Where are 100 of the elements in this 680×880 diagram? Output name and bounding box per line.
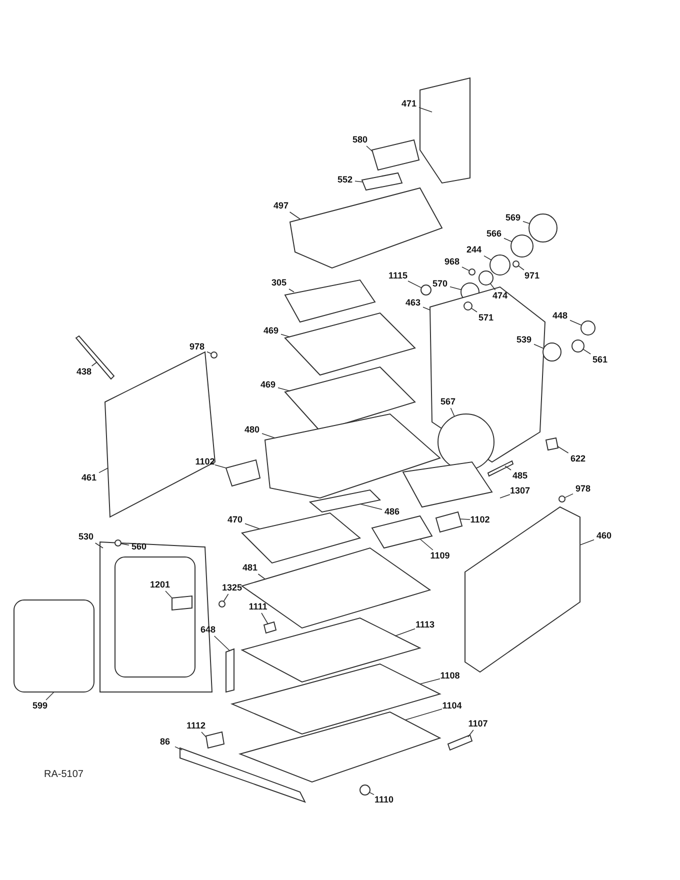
cover-plate — [308, 489, 381, 513]
leader-line — [420, 678, 440, 684]
leader-line — [354, 180, 364, 182]
callout-number: 461 — [80, 472, 98, 484]
screw — [218, 600, 226, 608]
washer — [580, 320, 596, 336]
callout-number: 978 — [188, 342, 206, 352]
screw — [558, 496, 566, 502]
leader-line — [174, 746, 182, 750]
bracket — [435, 511, 463, 533]
leader-line — [280, 334, 290, 338]
side-panel — [104, 351, 216, 518]
callout-number: 1108 — [439, 670, 461, 682]
leader-line — [564, 493, 574, 498]
leader-line — [504, 238, 512, 242]
leader-line — [289, 212, 300, 220]
leader-line — [91, 362, 98, 366]
callout-number: 1201 — [148, 580, 172, 590]
callout-number: 86 — [159, 736, 171, 748]
leader-line — [214, 636, 230, 652]
leader-line — [244, 523, 260, 530]
callout-number: 1109 — [429, 550, 451, 562]
trim-strip — [447, 734, 473, 751]
leader-line — [369, 792, 374, 796]
leader-line — [261, 612, 268, 624]
screw — [468, 268, 476, 276]
hinge — [226, 648, 234, 693]
leader-line — [98, 468, 108, 474]
callout-number: 474 — [491, 290, 509, 302]
callout-number: 1113 — [414, 620, 436, 630]
air-duct — [402, 461, 493, 508]
callout-number: 530 — [77, 532, 95, 542]
callout-number: 560 — [130, 542, 148, 552]
leader-line — [404, 708, 442, 720]
leader-line — [120, 543, 130, 546]
callout-number: 470 — [226, 514, 244, 526]
cover-plate — [371, 515, 433, 549]
leader-line — [366, 146, 374, 152]
probe-rod — [487, 460, 514, 477]
callout-number: 566 — [485, 228, 503, 240]
bracket — [545, 437, 559, 451]
base-panel — [230, 663, 442, 735]
leader-line — [360, 504, 382, 510]
callout-number: 305 — [270, 278, 288, 288]
callout-number: 1107 — [467, 718, 489, 730]
leader-line — [46, 692, 54, 700]
callout-number: 580 — [351, 134, 369, 146]
leader-line — [394, 628, 416, 636]
callout-number: 480 — [243, 424, 261, 436]
callout-number: 497 — [272, 200, 290, 212]
duct-part — [371, 139, 420, 171]
fan-cover — [438, 414, 494, 470]
leader-line — [214, 464, 226, 468]
callout-number: 622 — [569, 454, 587, 464]
leader-line — [580, 539, 594, 546]
callout-number: 460 — [595, 530, 613, 542]
leader-line — [206, 351, 212, 354]
leader-line — [262, 433, 276, 438]
bracket — [225, 459, 261, 487]
leader-line — [94, 542, 104, 548]
leader-line — [490, 283, 496, 290]
screw — [512, 260, 520, 268]
leader-line — [518, 265, 524, 270]
callout-number: 481 — [241, 562, 259, 574]
foot — [360, 784, 370, 796]
callout-number: 968 — [443, 256, 461, 268]
callout-number: 1111 — [248, 602, 268, 612]
gasket — [361, 172, 403, 191]
callout-number: 244 — [465, 244, 483, 256]
callout-number: 486 — [383, 506, 401, 518]
bracket — [205, 731, 225, 749]
callout-number: 971 — [523, 270, 541, 282]
leader-line — [258, 574, 266, 580]
leader-line — [278, 387, 290, 392]
leader-line — [462, 266, 470, 272]
leader-line — [504, 466, 512, 470]
leader-line — [288, 288, 294, 292]
leader-line — [470, 308, 478, 312]
leader-line — [534, 344, 544, 349]
callout-number: 1102 — [194, 456, 216, 468]
leader-line — [468, 730, 474, 738]
callout-number: 448 — [551, 310, 569, 322]
leader-line — [500, 494, 510, 498]
fan-motor — [528, 214, 558, 242]
clip — [114, 540, 122, 546]
callout-number: 469 — [259, 380, 277, 390]
leader-line — [522, 221, 530, 224]
callout-number: 1104 — [441, 700, 463, 712]
callout-number: 1115 — [387, 270, 409, 282]
leader-line — [450, 408, 455, 417]
leader-line — [420, 538, 434, 550]
leader-line — [201, 732, 206, 738]
callout-number: 438 — [75, 366, 93, 378]
leader-line — [422, 306, 430, 310]
leader-line — [484, 255, 492, 260]
leader-line — [408, 280, 422, 288]
callout-number: 469 — [262, 326, 280, 336]
fan-disc — [478, 270, 494, 286]
leader-line — [450, 286, 462, 290]
callout-number: 1102 — [469, 514, 491, 526]
